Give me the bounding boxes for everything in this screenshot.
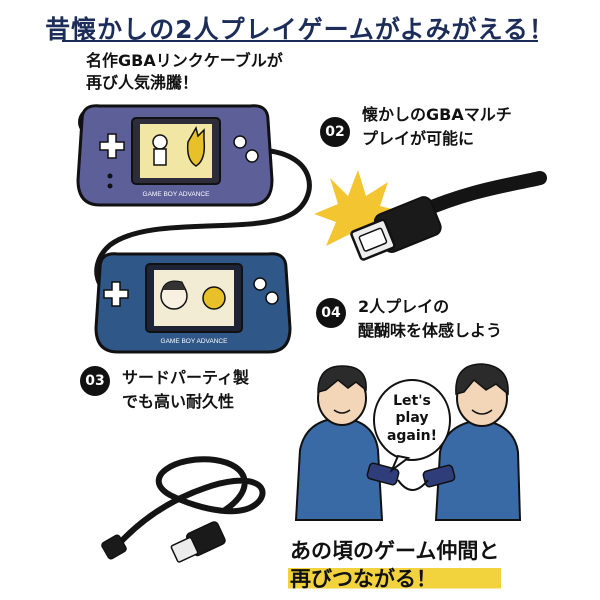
gba-1-char-head [152, 134, 168, 150]
gba-1-small-button-icon [107, 173, 113, 179]
gba-2-a-button-icon [253, 277, 267, 291]
connector-closeup [314, 170, 547, 261]
feature-02-line-1: 懐かしのGBAマルチ [362, 105, 512, 124]
player-left-gba-icon [366, 462, 400, 486]
headline: 昔懐かしの2人プレイゲームがよみがえる！ [45, 15, 555, 44]
players-scene: Let's play again! [294, 363, 522, 521]
intro-line-1: 名作GBAリンクケーブルが [86, 51, 283, 70]
gba-2-dpad-icon [103, 281, 129, 307]
gba-2-face-2 [202, 286, 226, 310]
feature-04-line-1: 2人プレイの [358, 297, 450, 316]
badge-04: 04 [316, 298, 346, 328]
intro-line-2: 再び人気沸騰！ [86, 73, 199, 92]
gba-2-brand-label: GAME BOY ADVANCE [161, 338, 229, 345]
cable-end-plug [170, 536, 199, 563]
gba-device-2: GAME BOY ADVANCE [94, 252, 292, 354]
gba-1-b-button-icon [245, 149, 259, 163]
speech-line-3: again! [387, 428, 437, 444]
badge-02: 02 [320, 117, 350, 147]
bottom-tagline-line-1: あの頃のゲーム仲間と [290, 539, 500, 563]
connector-pin-slot [358, 227, 388, 252]
player-right-smile [471, 409, 493, 415]
feature-03-line-1: サードパーティ製 [122, 368, 250, 387]
gba-1-brand-label: GAME BOY ADVANCE [143, 191, 211, 198]
gba-2-face-1-hair [161, 280, 187, 291]
link-cable-loop [94, 147, 312, 303]
players-link-cable [397, 479, 429, 491]
feature-02-line-2: プレイが可能に [362, 129, 475, 148]
gba-2-b-button-icon [265, 291, 279, 305]
speech-bubble-tail [389, 454, 411, 474]
gba-device-1: GAME BOY ADVANCE [76, 104, 274, 207]
gba-1-small-button-icon [107, 183, 113, 189]
gba-1-char-monster [186, 126, 206, 167]
bottom-tagline: あの頃のゲーム仲間と 再びつながる！ [288, 537, 502, 593]
feature-04-line-2: 醍醐味を体感しよう [358, 321, 503, 340]
bottom-tagline-line-2: 再びつながる！ [290, 567, 437, 591]
player-right-gba-icon [422, 464, 456, 488]
gba-1-dpad-icon [99, 133, 125, 159]
cable-end-small-plug [101, 534, 127, 560]
speech-line-2: play [396, 410, 429, 426]
feature-03-line-2: でも高い耐久性 [122, 392, 235, 411]
player-left-smile [333, 409, 351, 414]
speech-bubble [373, 379, 451, 461]
connector-cable [413, 171, 547, 219]
speech-line-1: Let's [393, 393, 431, 409]
player-left-hair [317, 365, 367, 393]
gba-1-a-button-icon [233, 135, 247, 149]
badge-03: 03 [80, 366, 110, 396]
gba-1-char-body [153, 148, 167, 166]
coiled-cable [101, 456, 266, 563]
player-right-hair [455, 363, 509, 396]
cable-coil [112, 456, 266, 551]
header-rule [62, 40, 538, 42]
